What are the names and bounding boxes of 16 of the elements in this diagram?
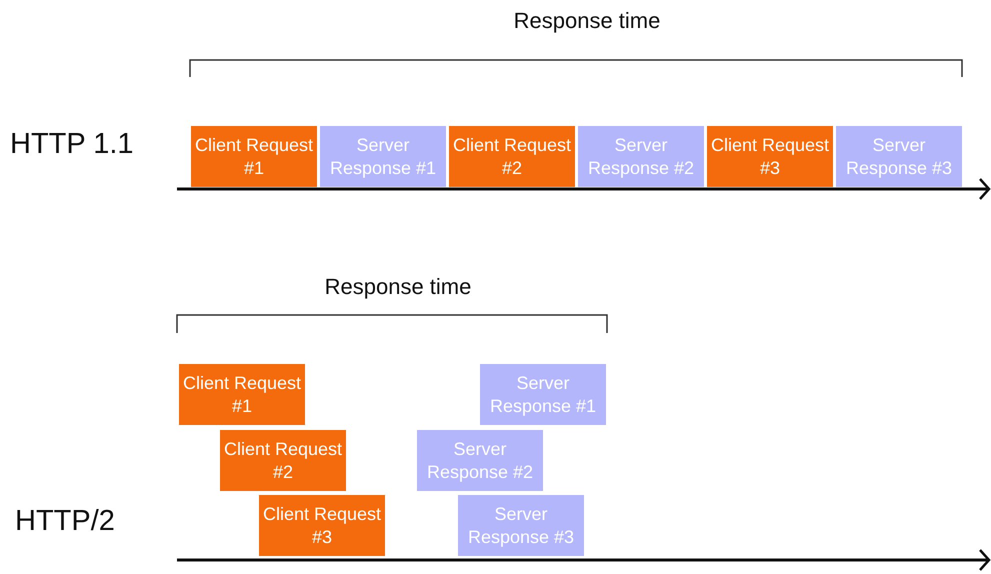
bracket-label: Response time — [324, 274, 472, 300]
request-block: Client Request #1 — [191, 126, 317, 187]
response-block: Server Response #2 — [578, 126, 704, 187]
request-block: Client Request #2 — [220, 430, 346, 491]
response-block: Server Response #1 — [480, 364, 606, 425]
response-block: Server Response #2 — [417, 430, 543, 491]
request-block: Client Request #2 — [449, 126, 575, 187]
request-block: Client Request #1 — [179, 364, 305, 425]
row-label: HTTP 1.1 — [10, 128, 134, 161]
response-block: Server Response #3 — [458, 495, 584, 556]
response-block: Server Response #1 — [320, 126, 446, 187]
row-label: HTTP/2 — [15, 505, 115, 538]
bracket-label: Response time — [514, 8, 660, 34]
request-block: Client Request #3 — [707, 126, 833, 187]
response-block: Server Response #3 — [836, 126, 962, 187]
request-block: Client Request #3 — [259, 495, 385, 556]
